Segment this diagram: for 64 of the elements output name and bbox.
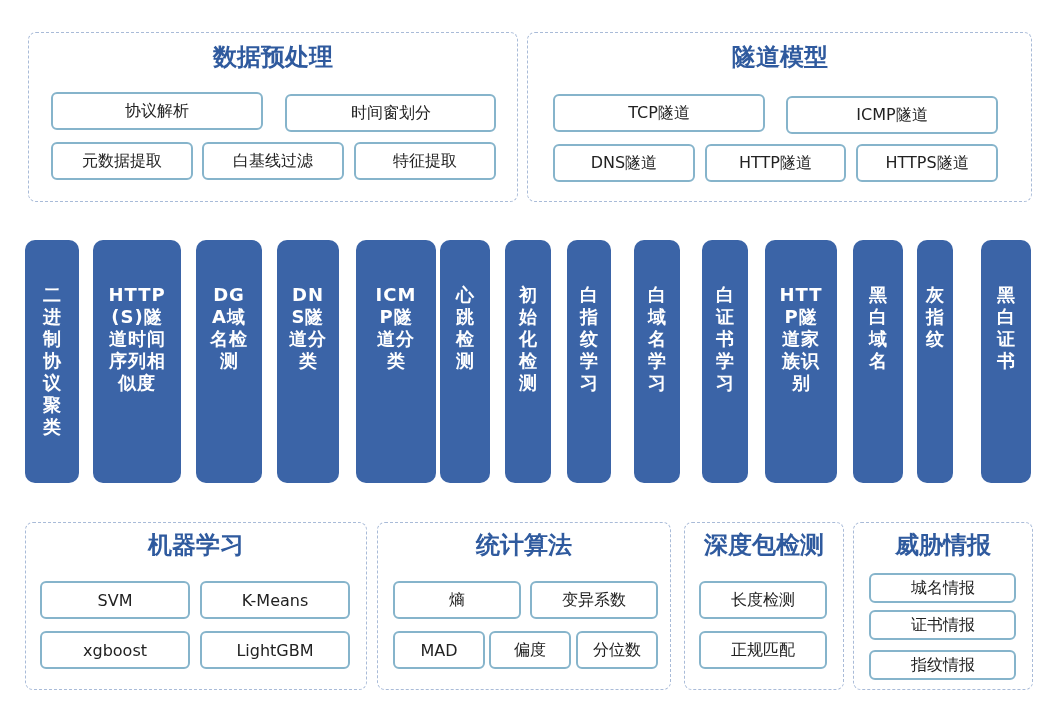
module-column [765,240,837,483]
module-column [440,240,490,483]
group-panel [527,32,1032,202]
item-box: xgboost [40,631,190,669]
module-column [981,240,1031,483]
item-box: 正规匹配 [699,631,827,669]
module-column [702,240,748,483]
group-title: 机器学习 [146,530,245,561]
item-box: 偏度 [489,631,571,669]
item-box: SVM [40,581,190,619]
module-column [25,240,79,483]
group-title: 威胁情报 [894,530,992,561]
module-column [93,240,181,483]
item-box: ICMP隧道 [786,96,998,134]
item-box: 协议解析 [51,92,263,130]
group-panel [377,522,671,690]
module-column [277,240,339,483]
group-title: 统计算法 [474,530,573,561]
module-label: 白指纹学习 [579,284,599,394]
module-column [634,240,680,483]
item-box: 长度检测 [699,581,827,619]
module-label: 心跳检测 [455,284,475,372]
item-box: 元数据提取 [51,142,193,180]
group-title: 隧道模型 [730,42,829,73]
item-box: HTTPS隧道 [856,144,998,182]
module-column [567,240,611,483]
group-panel [28,32,518,202]
item-box: 特征提取 [354,142,496,180]
item-box: LightGBM [200,631,350,669]
item-box: 分位数 [576,631,658,669]
module-label: 黑白域名 [868,284,888,372]
group-title: 数据预处理 [211,42,334,73]
module-column [917,240,953,483]
module-label: DNS隧道分类 [288,284,328,372]
module-label: DGA域名检测 [209,284,249,372]
item-box: DNS隧道 [553,144,695,182]
group-panel [25,522,367,690]
module-label: 黑白证书 [996,284,1016,372]
item-box: 熵 [393,581,521,619]
module-column [196,240,262,483]
item-box: 证书情报 [869,610,1016,640]
item-box: HTTP隧道 [705,144,846,182]
module-label: 白证书学习 [715,284,735,394]
module-label: 初始化检测 [518,284,538,394]
module-label: 白域名学习 [647,284,667,394]
item-box: 变异系数 [530,581,658,619]
module-label: 二进制协议聚类 [42,284,62,438]
module-label: HTTP隧道家族识别 [779,284,823,394]
module-column [853,240,903,483]
group-title: 深度包检测 [703,530,825,561]
item-box: K-Means [200,581,350,619]
module-label: HTTP(S)隧道时间序列相似度 [107,284,167,394]
module-column [505,240,551,483]
item-box: 时间窗划分 [285,94,496,132]
item-box: TCP隧道 [553,94,765,132]
module-column [356,240,436,483]
item-box: 指纹情报 [869,650,1016,680]
module-label: 灰指纹 [925,284,945,350]
item-box: 城名情报 [869,573,1016,603]
item-box: 白基线过滤 [202,142,344,180]
item-box: MAD [393,631,485,669]
group-panel [853,522,1033,690]
module-label: ICMP隧道分类 [374,284,418,372]
group-panel [684,522,844,690]
